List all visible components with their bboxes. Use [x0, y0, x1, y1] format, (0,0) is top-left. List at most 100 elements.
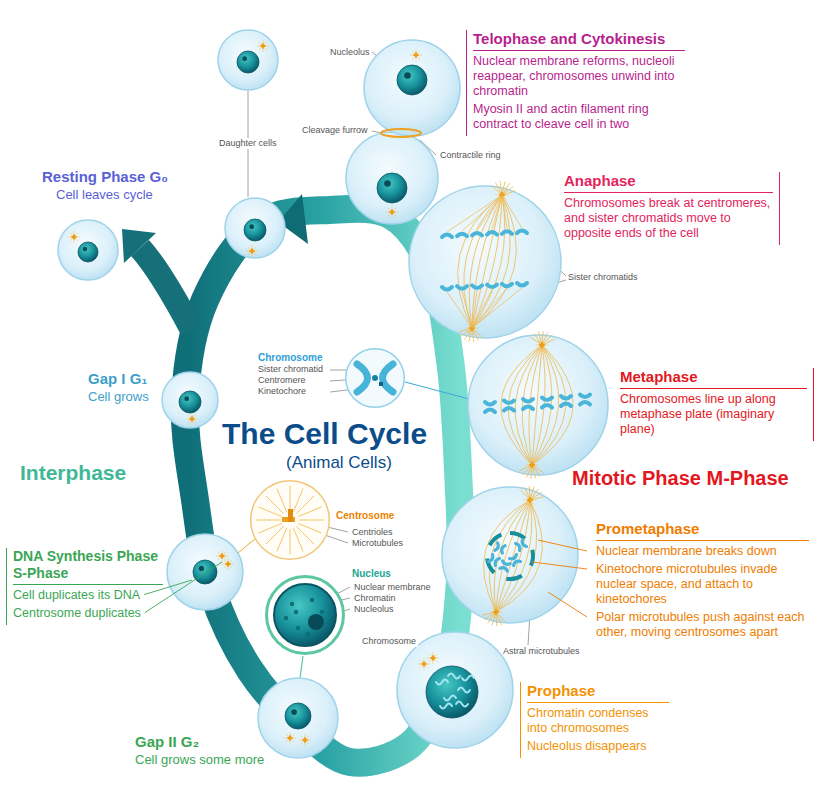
condensing-chromosome: [436, 680, 448, 685]
phase-heading: Prophase: [527, 682, 669, 703]
spindle-fiber: [501, 345, 542, 465]
spindle-fiber: [472, 195, 505, 328]
pointer-line: [538, 540, 587, 551]
chromosome: [500, 561, 510, 571]
centrosome: [535, 338, 548, 351]
chromatid: [457, 234, 467, 237]
pointer-line: [144, 580, 192, 595]
centriole: [391, 209, 393, 214]
centrosome: [523, 493, 536, 506]
centriole: [304, 737, 306, 742]
phase-heading: Gap I G₁: [88, 370, 148, 388]
chromatid-arm: [485, 402, 495, 405]
pointer-line: [532, 562, 587, 569]
nucleolus: [242, 56, 247, 61]
phase-description: Nuclear membrane breaks down: [596, 544, 809, 559]
cell: [218, 30, 278, 90]
kinetochore-microtubule: [462, 291, 472, 328]
chromosome: [495, 543, 505, 553]
chromatid-arm: [523, 407, 533, 410]
spindle-fiber: [472, 195, 502, 328]
chromatid-arm: [521, 540, 527, 548]
chromatid: [517, 231, 527, 234]
chromatid: [487, 285, 497, 288]
centriole: [73, 234, 75, 239]
microtubule: [293, 528, 303, 551]
chromatid-arm: [501, 545, 506, 553]
centriole: [541, 342, 543, 348]
astral-microtubule: [520, 490, 530, 500]
centriole: [227, 561, 229, 566]
chromatid-arm: [513, 560, 521, 566]
chromatid: [457, 286, 467, 289]
phase-heading: Telophase and Cytokinesis: [473, 30, 685, 51]
centriole: [529, 497, 531, 503]
nucleus: [244, 219, 266, 241]
chromatid: [487, 232, 497, 235]
spindle-fiber: [472, 195, 502, 328]
cell: [167, 534, 243, 610]
chromatid-arm: [542, 398, 552, 401]
part-label: Nucleolus: [330, 47, 370, 58]
nucleus: [285, 703, 311, 729]
centriole: [495, 609, 497, 615]
contractile-ring: [381, 129, 421, 137]
part-label: Sister chromatid: [258, 364, 323, 375]
phase-box: Telophase and CytokinesisNuclear membran…: [466, 30, 691, 136]
zoom-ground: [345, 348, 405, 408]
phase-description: Polar microtubules push against each oth…: [596, 610, 809, 640]
centromere: [372, 375, 378, 381]
spindle-fiber: [529, 345, 542, 465]
nucleolus: [83, 247, 87, 251]
phase-description: Nuclear membrane reforms, nucleoli reapp…: [473, 54, 685, 99]
chromatid-arm: [472, 285, 482, 288]
kinetochore-microtubule: [472, 288, 522, 328]
nucleus: [193, 560, 217, 584]
part-label: Chromatin: [354, 593, 396, 604]
spindle-fiber: [532, 345, 573, 465]
condensing-chromosome: [458, 688, 470, 693]
chromatid-arm: [580, 402, 590, 405]
phase-description: Chromatin condenses into chromosomes: [527, 706, 669, 736]
centriole: [288, 509, 293, 522]
chromatin: [320, 610, 324, 614]
chromatid-arm: [357, 364, 368, 392]
exit-arrowhead: [122, 229, 156, 263]
zoom-heading: Nucleus: [352, 568, 391, 580]
chromosome: [523, 399, 533, 409]
astral-microtubule: [502, 187, 513, 195]
microtubule: [299, 520, 324, 521]
chromatin: [294, 610, 298, 614]
centrosome: [410, 49, 422, 61]
spindle-fiber: [489, 500, 530, 612]
centrosome: [68, 231, 80, 243]
phase-box: ProphaseChromatin condenses into chromos…: [520, 682, 675, 758]
chromosome: [504, 401, 514, 411]
chromatid-arm: [489, 555, 495, 563]
kinetochore: [379, 382, 383, 386]
part-label: Sister chromatids: [568, 272, 638, 283]
phase-heading: Metaphase: [620, 368, 807, 389]
part-label: Nucleolus: [354, 604, 394, 615]
zoom-circle: Nucleus: [265, 575, 345, 655]
chromatid-arm: [561, 404, 571, 407]
phase-description: Cell grows some more: [135, 752, 264, 768]
centriole: [415, 52, 417, 57]
cell: [346, 132, 438, 224]
phase-heading: Gap II G₂: [135, 733, 199, 751]
chromosome: [580, 395, 590, 405]
spindle-fiber: [532, 345, 552, 465]
centrosome: [299, 734, 311, 746]
centriole: [221, 553, 223, 558]
zoom-heading: Centrosome: [336, 510, 394, 522]
chromatid-arm: [504, 408, 514, 411]
centriole: [191, 416, 193, 421]
chromatin: [306, 632, 310, 636]
zoom-ground: [250, 480, 330, 560]
part-label: Chromosome: [360, 636, 418, 647]
chromatid-arm: [487, 285, 497, 288]
chromatid-arm: [517, 231, 527, 234]
part-label: Centromere: [258, 375, 306, 386]
spindle-fiber: [496, 500, 530, 612]
pointer-line: [548, 592, 587, 617]
